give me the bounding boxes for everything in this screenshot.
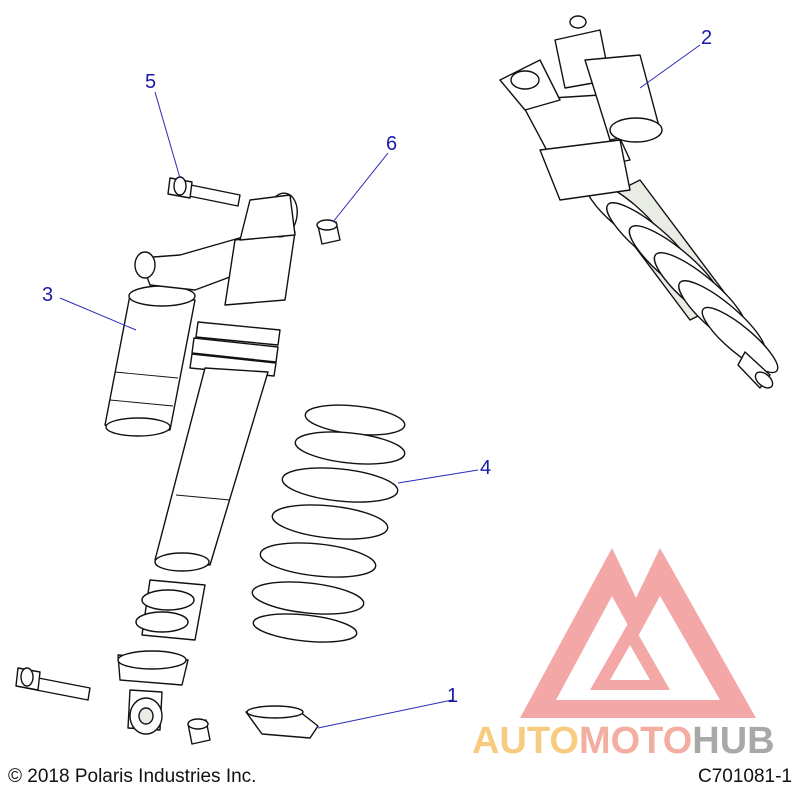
callout-2: 2 — [701, 27, 713, 49]
callout-4: 4 — [480, 457, 492, 479]
leader-line-5 — [154, 91, 181, 179]
spring-retainer-drawing — [245, 705, 319, 739]
leader-line-3 — [59, 297, 137, 331]
watermark-moto: MOTO — [578, 720, 693, 762]
bolt-lower-drawing — [15, 667, 91, 701]
watermark-auto: AUTO — [472, 720, 579, 762]
leader-line-1 — [317, 699, 453, 729]
nut-drawing — [316, 219, 341, 245]
callout-5: 5 — [145, 71, 157, 93]
watermark-hub: HUB — [692, 720, 775, 762]
callout-1: 1 — [447, 685, 459, 707]
copyright-text: © 2018 Polaris Industries Inc. — [8, 766, 257, 787]
coil-spring-drawing — [251, 404, 406, 643]
watermark-word: AUTOMOTOHUB — [472, 722, 775, 760]
bolt-upper-drawing — [167, 176, 241, 207]
diagram-id: C701081-1 — [697, 766, 792, 787]
callout-6: 6 — [386, 133, 398, 155]
watermark-logo — [520, 548, 756, 718]
shock-body-drawing — [104, 192, 298, 735]
nut-lower-drawing — [187, 718, 211, 745]
callout-3: 3 — [42, 284, 54, 306]
leader-line-4 — [397, 469, 479, 484]
leader-line-6 — [332, 152, 389, 223]
assembled-shock-drawing — [499, 15, 779, 389]
leader-line-2 — [639, 44, 701, 89]
